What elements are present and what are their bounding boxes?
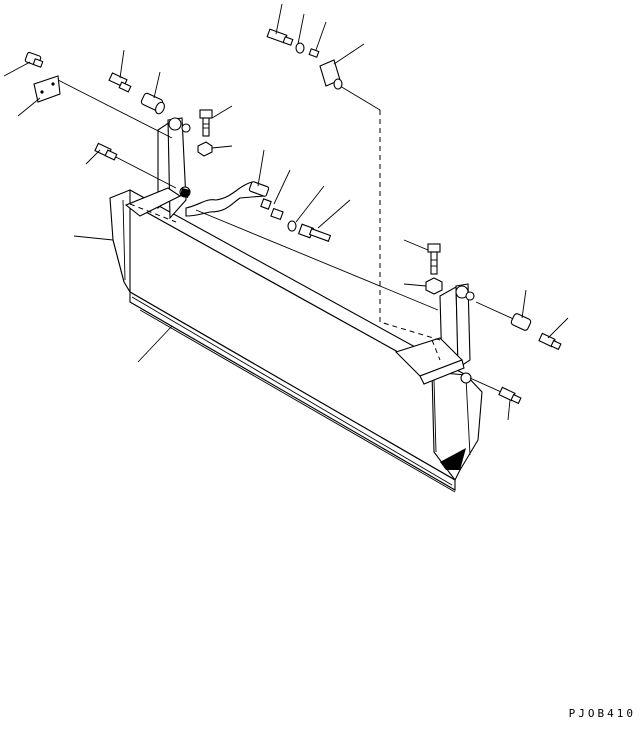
bracket-pin-head-right bbox=[465, 291, 475, 301]
bushing-right bbox=[510, 313, 532, 331]
drawing-reference-code: PJOB410 bbox=[568, 707, 636, 720]
leader-lines bbox=[3, 3, 569, 421]
blade-body bbox=[109, 189, 483, 493]
nut-right bbox=[425, 277, 443, 295]
grease-fitting-left bbox=[94, 142, 118, 161]
washer-top-center bbox=[295, 42, 305, 54]
assembly-lines bbox=[57, 79, 521, 397]
bracket-pin-head-left bbox=[181, 123, 191, 133]
pin-top-center bbox=[266, 28, 294, 46]
right-bracket bbox=[394, 283, 475, 385]
cover-plate bbox=[33, 75, 61, 103]
bolt-top-left bbox=[24, 51, 44, 68]
bolt-vertical-left bbox=[199, 109, 213, 137]
hidden-line-right bbox=[379, 110, 441, 341]
bolt-center bbox=[297, 223, 332, 242]
bolt-vertical-right bbox=[427, 243, 441, 275]
left-bracket bbox=[124, 117, 191, 220]
pin-top-right bbox=[319, 59, 343, 90]
clip-center bbox=[270, 207, 284, 221]
grease-fitting-lower-right bbox=[498, 386, 522, 405]
pin-center bbox=[248, 181, 272, 210]
clip-top-center bbox=[308, 48, 320, 58]
washer-center bbox=[287, 220, 297, 232]
bushing-upper bbox=[140, 92, 165, 115]
grease-fitting-upper bbox=[108, 72, 132, 93]
nut-left bbox=[197, 141, 213, 157]
grease-fitting-right bbox=[538, 332, 562, 351]
